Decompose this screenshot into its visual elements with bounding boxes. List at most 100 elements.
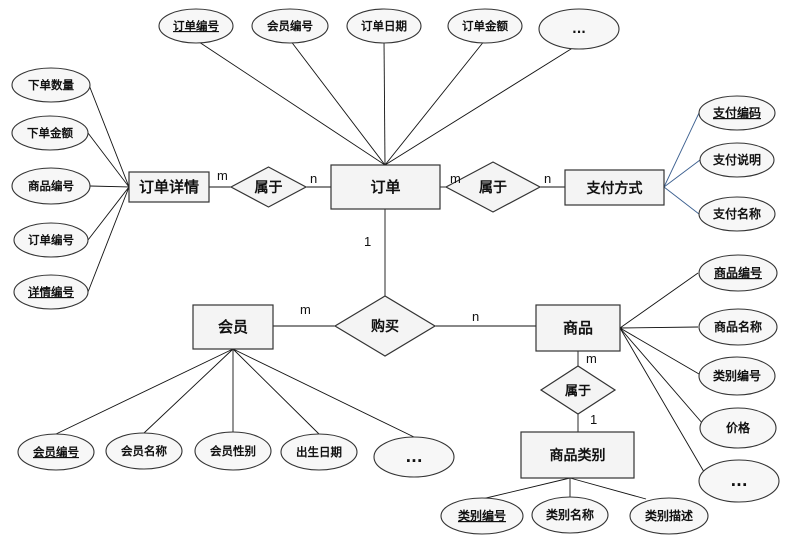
line-detail-attr-3 xyxy=(89,185,130,188)
attr-payment-code: 支付编码 xyxy=(698,95,776,131)
line-product-attr-5 xyxy=(619,327,708,478)
attr-detail-amount-label: 下单金额 xyxy=(27,126,73,140)
line-payment-attr-1 xyxy=(663,112,700,188)
relationship-purchase-label: 购买 xyxy=(371,318,399,335)
entity-payment-label: 支付方式 xyxy=(586,180,643,197)
line-member-attr-1 xyxy=(55,348,234,435)
cardinality-product-category: m xyxy=(586,351,597,366)
line-order-attr-2 xyxy=(289,39,386,166)
attr-member-name-label: 会员名称 xyxy=(120,444,167,458)
attr-detail-order-id-label: 订单编号 xyxy=(28,233,74,247)
attr-category-desc-label: 类别描述 xyxy=(645,508,693,523)
line-detail-attr-4 xyxy=(87,186,130,241)
attr-category-id-label: 类别编号 xyxy=(458,508,506,523)
relationship-product-category-label: 属于 xyxy=(565,384,591,399)
entity-member: 会员 xyxy=(192,304,274,350)
line-order-attr-5 xyxy=(384,43,580,166)
entity-product: 商品 xyxy=(535,304,621,352)
relationship-order-payment-label: 属于 xyxy=(479,180,507,196)
line-payment-attr-3 xyxy=(663,186,700,215)
attr-order-id-label: 订单编号 xyxy=(173,19,219,33)
cardinality-payment: n xyxy=(544,171,551,186)
line-product-attr-3 xyxy=(619,327,700,375)
attr-category-id: 类别编号 xyxy=(440,497,524,535)
attr-order-member-id-label: 会员编号 xyxy=(266,19,313,33)
attr-detail-id-label: 详情编号 xyxy=(28,285,74,299)
relationship-detail-order: 属于 xyxy=(229,166,308,208)
entity-order-detail-label: 订单详情 xyxy=(139,178,199,196)
attr-member-id: 会员编号 xyxy=(17,433,95,471)
attr-member-birthday: 出生日期 xyxy=(280,433,358,471)
attr-order-member-id: 会员编号 xyxy=(251,8,329,44)
attr-detail-amount: 下单金额 xyxy=(11,115,89,151)
line-order-attr-3 xyxy=(383,39,386,166)
attr-detail-qty-label: 下单数量 xyxy=(28,78,74,92)
attr-detail-qty: 下单数量 xyxy=(11,67,91,103)
relationship-purchase: 购买 xyxy=(333,295,437,357)
attr-member-birthday-label: 出生日期 xyxy=(296,445,342,459)
attr-order-more: ... xyxy=(538,8,620,50)
attr-member-more-label: ... xyxy=(405,448,422,466)
attr-detail-order-id: 订单编号 xyxy=(13,222,89,258)
relationship-detail-order-label: 属于 xyxy=(255,180,283,196)
attr-product-more-label: ... xyxy=(730,472,747,490)
attr-member-more: ... xyxy=(373,436,455,478)
attr-category-name-label: 类别名称 xyxy=(546,507,594,522)
line-product-attr-2 xyxy=(619,326,699,329)
attr-product-name: 商品名称 xyxy=(698,308,778,346)
attr-order-date-label: 订单日期 xyxy=(361,19,407,33)
attr-payment-desc-label: 支付说明 xyxy=(712,152,761,167)
connector-lines xyxy=(55,39,708,500)
attr-product-name-label: 商品名称 xyxy=(714,319,762,334)
attr-member-gender-label: 会员性别 xyxy=(209,444,256,458)
entity-order: 订单 xyxy=(330,164,441,210)
entity-category: 商品类别 xyxy=(520,431,635,479)
line-product-attr-4 xyxy=(619,327,704,425)
attr-detail-id: 详情编号 xyxy=(13,274,89,310)
attr-detail-product-id: 商品编号 xyxy=(11,167,91,205)
line-order-attr-1 xyxy=(195,39,386,166)
attr-category-name: 类别名称 xyxy=(531,496,609,534)
line-member-attr-4 xyxy=(232,348,320,435)
line-product-attr-1 xyxy=(619,272,699,329)
attr-payment-desc: 支付说明 xyxy=(699,142,775,178)
attr-payment-name-label: 支付名称 xyxy=(712,206,761,221)
attr-detail-product-id-label: 商品编号 xyxy=(28,179,74,193)
cardinality-order-purchase: 1 xyxy=(364,234,371,249)
attr-product-more: ... xyxy=(698,459,780,503)
entity-member-label: 会员 xyxy=(218,318,248,336)
line-category-attr-1 xyxy=(481,477,571,500)
cardinality-detail: m xyxy=(217,168,228,183)
attr-order-amount: 订单金额 xyxy=(447,8,523,44)
line-detail-attr-1 xyxy=(88,84,130,188)
attr-order-date: 订单日期 xyxy=(346,8,422,44)
entity-category-label: 商品类别 xyxy=(550,447,606,464)
attr-product-category-id-label: 类别编号 xyxy=(713,368,761,383)
cardinality-product-purchase: n xyxy=(472,309,479,324)
attr-order-id: 订单编号 xyxy=(158,8,234,44)
attr-payment-code-label: 支付编码 xyxy=(712,105,761,120)
relationship-product-category: 属于 xyxy=(539,365,617,415)
entity-payment: 支付方式 xyxy=(564,169,665,206)
attr-product-id-label: 商品编号 xyxy=(714,265,762,280)
line-category-attr-3 xyxy=(569,477,647,500)
attr-order-more-label: ... xyxy=(572,22,586,36)
cardinality-order-payment: m xyxy=(450,171,461,186)
attr-product-id: 商品编号 xyxy=(698,254,778,292)
cardinality-member-purchase: m xyxy=(300,302,311,317)
cardinality-order-detail: n xyxy=(310,171,317,186)
attr-member-id-label: 会员编号 xyxy=(32,445,79,459)
attr-product-category-id: 类别编号 xyxy=(698,356,776,396)
line-payment-attr-2 xyxy=(663,159,701,188)
entity-product-label: 商品 xyxy=(563,319,593,337)
cardinality-labels: m n m n 1 m n m 1 xyxy=(217,168,597,427)
attr-payment-name: 支付名称 xyxy=(698,196,776,232)
line-detail-attr-5 xyxy=(87,186,130,293)
attr-member-gender: 会员性别 xyxy=(194,431,272,471)
entity-order-detail: 订单详情 xyxy=(128,171,210,203)
attr-product-price: 价格 xyxy=(699,407,777,449)
attr-member-name: 会员名称 xyxy=(105,432,183,470)
attr-product-price-label: 价格 xyxy=(726,420,751,435)
cardinality-category: 1 xyxy=(590,412,597,427)
